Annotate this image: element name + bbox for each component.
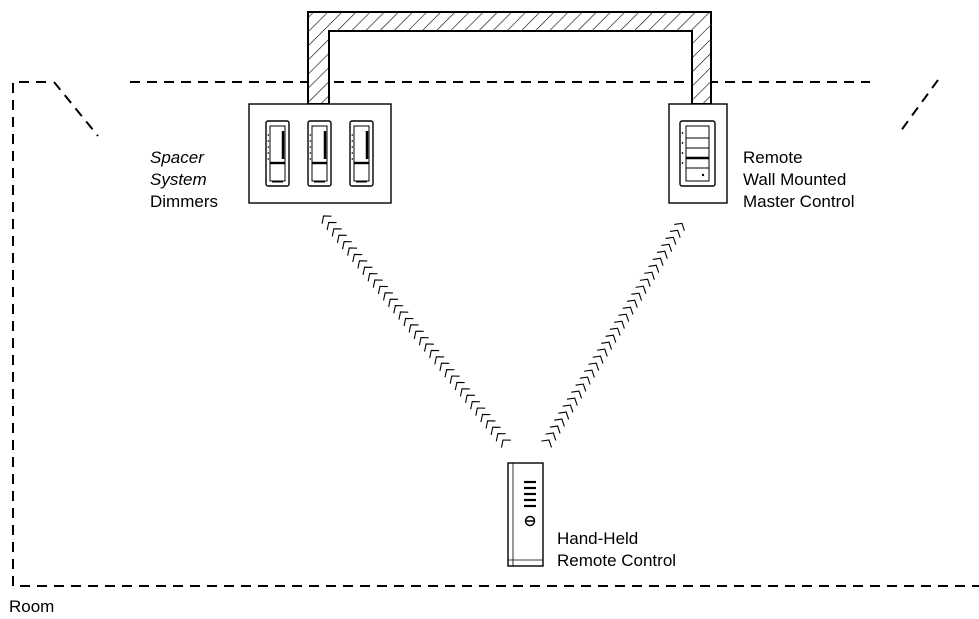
dimmer-switch: [265, 120, 290, 187]
infrared-signals: [321, 215, 685, 448]
room-label: Room: [9, 597, 55, 616]
ir-signal-to-master-control: [541, 222, 685, 448]
spacer-label-line2: System: [150, 170, 207, 189]
handheld-label-line1: Hand-Held: [557, 529, 639, 548]
dimmer-wallplate: [248, 103, 392, 204]
master-label-line3: Master Control: [743, 192, 855, 211]
ir-signal-to-dimmers: [321, 215, 511, 448]
spacer-label-line1: Spacer: [150, 148, 204, 167]
wire-conduit: [307, 11, 712, 105]
master-control-wallplate: [668, 103, 728, 204]
spacer-label-line3: Dimmers: [150, 192, 218, 211]
room-boundary: [12, 79, 979, 587]
handheld-label-line2: Remote Control: [557, 551, 677, 570]
handheld-remote-device: [507, 462, 544, 567]
dimmer-switch: [307, 120, 332, 187]
master-label-line1: Remote: [743, 148, 803, 167]
master-label-line2: Wall Mounted: [743, 170, 847, 189]
dimmer-switch: [349, 120, 374, 187]
